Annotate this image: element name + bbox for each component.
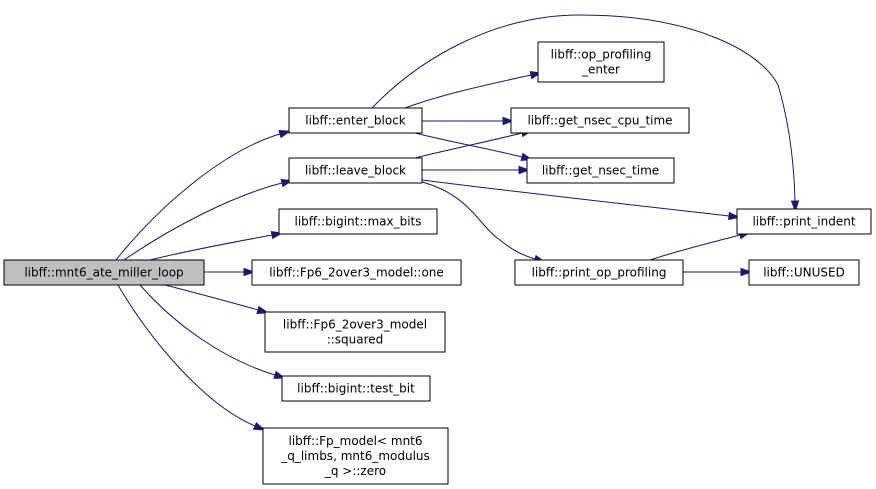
- node-enter-block[interactable]: libff::enter_block: [288, 107, 423, 134]
- edge-mnt6_ate_miller_loop-to-fp6_one: [204, 267, 256, 277]
- node-label: libff::UNUSED: [763, 266, 845, 280]
- node-print-indent[interactable]: libff::print_indent: [736, 208, 872, 235]
- node-fp6-one[interactable]: libff::Fp6_2over3_model::one: [251, 259, 462, 286]
- node-box: [288, 157, 423, 184]
- edge-mnt6_ate_miller_loop-to-enter_block: [115, 130, 292, 261]
- edge-leave_block-to-print_op_profiling: [421, 181, 547, 263]
- node-label: libff::enter_block: [305, 114, 406, 128]
- node-box: [288, 107, 423, 134]
- node-box: [736, 208, 872, 235]
- node-label: libff::get_nsec_time: [542, 164, 659, 178]
- edge-print_op_profiling-to-print_indent: [649, 231, 752, 261]
- edge-line: [117, 284, 256, 427]
- edge-print_op_profiling-to-unused: [683, 267, 753, 277]
- edge-mnt6_ate_miller_loop-to-fp6_squared: [164, 284, 270, 314]
- edge-line: [139, 284, 276, 376]
- node-label: libff::Fp6_2over3_model: [283, 318, 427, 332]
- edge-line: [414, 132, 523, 159]
- edge-line: [123, 182, 283, 261]
- node-box: [262, 427, 449, 485]
- arrow-head-icon: [252, 421, 266, 431]
- edge-line: [404, 74, 532, 109]
- node-print-op-profiling[interactable]: libff::print_op_profiling: [514, 259, 684, 286]
- node-box: [281, 375, 431, 402]
- edge-enter_block-to-get_nsec_cpu_time: [422, 116, 515, 126]
- edge-line: [115, 133, 281, 261]
- edge-leave_block-to-get_nsec_cpu_time: [414, 129, 534, 159]
- node-box: [526, 157, 675, 184]
- edge-leave_block-to-print_indent: [421, 179, 741, 221]
- node-label: _q >::zero: [324, 464, 386, 478]
- edge-enter_block-to-get_nsec_time: [414, 132, 534, 161]
- node-box: [278, 208, 438, 235]
- edge-line: [421, 181, 536, 260]
- node-fp6-squared[interactable]: libff::Fp6_2over3_model::squared: [264, 311, 446, 353]
- arrow-head-icon: [518, 165, 531, 175]
- node-box: [514, 259, 684, 286]
- arrow-head-icon: [728, 211, 741, 221]
- edge-line: [371, 14, 796, 202]
- node-box: [264, 311, 446, 353]
- node-label: libff::Fp6_2over3_model::one: [269, 266, 444, 280]
- node-test-bit[interactable]: libff::bigint::test_bit: [281, 375, 431, 402]
- node-label: libff::op_profiling: [551, 48, 652, 62]
- node-label: libff::print_indent: [752, 215, 855, 229]
- node-label: libff::get_nsec_cpu_time: [527, 114, 672, 128]
- edge-line: [164, 284, 259, 311]
- edge-mnt6_ate_miller_loop-to-fp_zero: [117, 284, 266, 431]
- node-leave-block[interactable]: libff::leave_block: [288, 157, 423, 184]
- node-op-profiling-enter[interactable]: libff::op_profiling_enter: [537, 41, 665, 83]
- edge-line: [149, 234, 273, 261]
- node-label: libff::print_op_profiling: [532, 266, 667, 280]
- node-box: [251, 259, 462, 286]
- node-box: [748, 259, 860, 286]
- node-label: libff::bigint::max_bits: [295, 215, 422, 229]
- edge-line: [649, 234, 741, 261]
- node-label: libff::leave_block: [305, 164, 406, 178]
- edge-mnt6_ate_miller_loop-to-max_bits: [149, 231, 284, 261]
- arrow-head-icon: [740, 267, 753, 277]
- node-box: [537, 41, 665, 83]
- node-fp-zero[interactable]: libff::Fp_model< mnt6_q_limbs, mnt6_modu…: [262, 427, 449, 485]
- edge-mnt6_ate_miller_loop-to-test_bit: [139, 284, 287, 379]
- node-unused[interactable]: libff::UNUSED: [748, 259, 860, 286]
- arrow-head-icon: [278, 130, 292, 139]
- node-label: _q_limbs, mnt6_modulus: [280, 449, 430, 463]
- edges-layer: [115, 14, 800, 431]
- edge-leave_block-to-get_nsec_time: [422, 165, 531, 175]
- node-get-nsec-cpu-time[interactable]: libff::get_nsec_cpu_time: [510, 107, 690, 134]
- node-label: libff::Fp_model< mnt6: [288, 434, 422, 448]
- edge-enter_block-to-op_profiling_enter: [404, 71, 543, 109]
- edge-mnt6_ate_miller_loop-to-leave_block: [123, 179, 294, 261]
- nodes-layer: libff::mnt6_ate_miller_loop libff::enter_…: [3, 41, 872, 485]
- node-get-nsec-time[interactable]: libff::get_nsec_time: [526, 157, 675, 184]
- node-label: ::squared: [327, 333, 384, 347]
- node-max-bits[interactable]: libff::bigint::max_bits: [278, 208, 438, 235]
- node-label: libff::mnt6_ate_miller_loop: [24, 266, 183, 280]
- edge-enter_block-to-print_indent: [371, 14, 800, 213]
- arrow-head-icon: [243, 267, 256, 277]
- node-box: [3, 259, 205, 286]
- node-label: libff::bigint::test_bit: [297, 382, 415, 396]
- node-box: [510, 107, 690, 134]
- node-label: _enter: [581, 63, 620, 77]
- arrow-head-icon: [790, 200, 800, 213]
- edge-line: [421, 179, 730, 217]
- node-mnt6-ate-miller-loop[interactable]: libff::mnt6_ate_miller_loop: [3, 259, 205, 286]
- arrow-head-icon: [502, 116, 515, 126]
- edge-line: [414, 132, 523, 158]
